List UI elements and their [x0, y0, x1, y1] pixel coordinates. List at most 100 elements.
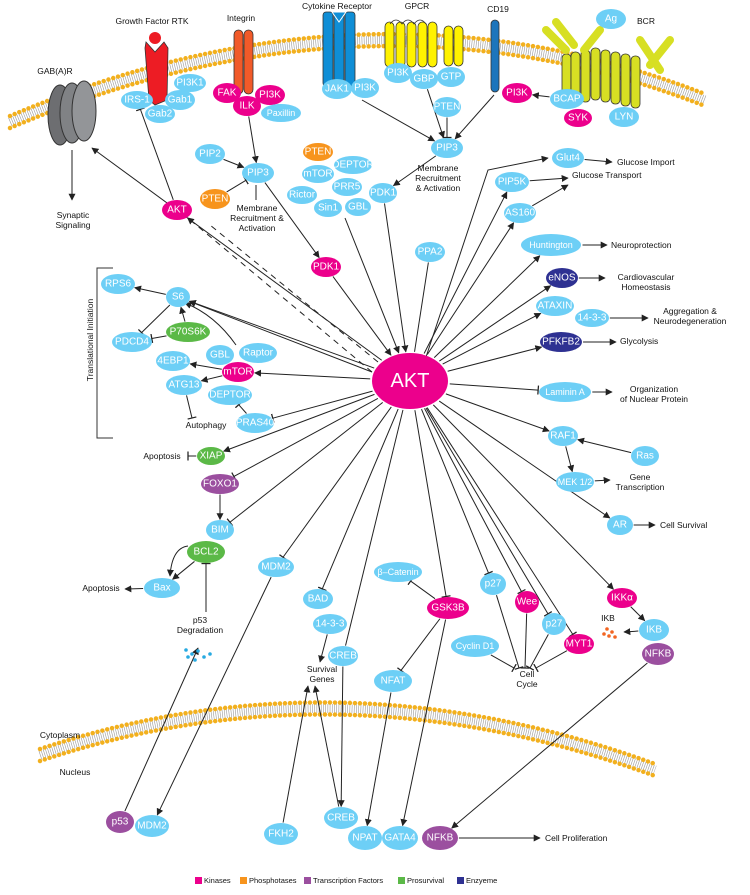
degraded-ikb-icon: [613, 635, 617, 639]
node-label: GSK3B: [431, 603, 465, 614]
node-label: Laminin A: [545, 387, 585, 397]
node-label: MEK 1/2: [558, 477, 593, 487]
node-label: 14-3-3: [316, 619, 345, 630]
gpcr-loops-icon: [389, 19, 427, 25]
node-label: FOXO1: [203, 479, 237, 490]
node-lamin: [539, 382, 591, 402]
legend-item: Transcription Factors: [304, 876, 383, 885]
degraded-p53-icon: [208, 652, 212, 656]
activation-edge: [414, 262, 429, 352]
activation-edge: [584, 157, 613, 165]
node-label: NPAT: [352, 833, 377, 844]
legend-swatch: [240, 877, 247, 884]
degraded-ikb-icon: [607, 634, 611, 638]
node-label: PDCD4: [115, 337, 149, 348]
node-pi3k1: [174, 74, 206, 92]
activation-edge: [432, 404, 614, 590]
legend-item: Enzyeme: [457, 876, 497, 885]
inhibition-edge: [533, 650, 568, 673]
inhibition-edge: [407, 577, 436, 600]
receptor-label-rtk: Growth Factor RTK: [115, 16, 188, 26]
inhibition-edge: [234, 401, 247, 414]
node-label: Ag: [605, 14, 617, 25]
node-label: PI3K: [387, 68, 409, 79]
degraded-p53-icon: [184, 648, 188, 652]
node-label: Wee: [517, 597, 538, 608]
inhibition-edge: [226, 402, 383, 527]
node-bim: [206, 520, 234, 540]
node-ppa2: [415, 242, 445, 262]
node-label: RPS6: [105, 279, 132, 290]
activation-edge: [184, 302, 237, 346]
legend-label: Enzyeme: [466, 876, 497, 885]
activation-edge: [400, 619, 447, 827]
node-label: ILK: [239, 101, 254, 112]
node-pi3k-int: [255, 85, 285, 105]
node-label: IKKα: [611, 593, 633, 604]
node-r1433: [575, 309, 609, 327]
activation-edge: [630, 606, 646, 622]
node-label: AKT: [391, 370, 430, 392]
node-label: BIM: [211, 525, 229, 536]
activation-edge: [426, 89, 445, 139]
growth-factor-ligand-icon: [149, 32, 161, 44]
node-mtor: [222, 362, 254, 382]
node-label: PPA2: [418, 247, 443, 258]
bcr-chain-icon: [580, 49, 591, 103]
node-label: mTOR: [303, 169, 332, 180]
node-label: PI3K: [354, 83, 376, 94]
node-nfkbn: [422, 826, 458, 850]
node-irs1: [121, 91, 153, 109]
activation-edge: [529, 174, 569, 182]
bcr-chain-icon: [620, 53, 631, 107]
node-pten-top: [433, 97, 461, 117]
label-glucose_import: Glucose Import: [617, 157, 675, 167]
label-cytoplasm: Cytoplasm: [40, 730, 80, 740]
node-creb: [328, 646, 358, 666]
legend-swatch: [304, 877, 311, 884]
node-mdm2: [258, 557, 294, 577]
node-label: FKH2: [268, 829, 294, 840]
node-gbl: [206, 345, 234, 365]
legend-item: Prosurvival: [398, 876, 444, 885]
activation-edge: [423, 191, 508, 354]
inhibition-edge: [449, 383, 540, 395]
nodes: [101, 9, 674, 850]
node-wee: [515, 591, 539, 613]
node-label: NFKB: [645, 649, 672, 660]
node-label: Glut4: [556, 153, 580, 164]
inhibition-edge: [186, 395, 197, 420]
inhibition-edge: [424, 408, 526, 595]
node-label: PI3K: [259, 90, 281, 101]
node-npat: [348, 826, 382, 850]
node-pi3k-cd19: [502, 83, 532, 103]
legend-label: Phosphotases: [249, 876, 297, 885]
node-glut4: [552, 148, 584, 168]
cytokine-receptor-icon: [344, 11, 356, 87]
legend-swatch: [195, 877, 202, 884]
node-rps6: [101, 274, 135, 294]
node-label: p27: [546, 619, 563, 630]
gpcr-helix-icon: [395, 21, 406, 68]
activation-edge: [384, 203, 409, 353]
cd19-icon: [490, 19, 500, 93]
node-ilk: [233, 96, 261, 116]
activation-edge: [433, 255, 541, 358]
node-label: AR: [613, 520, 627, 531]
node-label: PRR5: [334, 182, 361, 193]
node-label: IKB: [646, 625, 662, 636]
node-label: ATG13: [169, 380, 200, 391]
dashed-edge: [209, 224, 379, 363]
node-label: PIP3: [436, 143, 458, 154]
node-label: β–Catenin: [377, 567, 418, 577]
node-label: Rictor: [289, 190, 316, 201]
degraded-p53-icon: [196, 649, 200, 653]
node-akt: [372, 353, 448, 409]
inhibition-edge: [231, 397, 379, 481]
legend-swatch: [457, 877, 464, 884]
inhibition-edge: [137, 304, 171, 337]
